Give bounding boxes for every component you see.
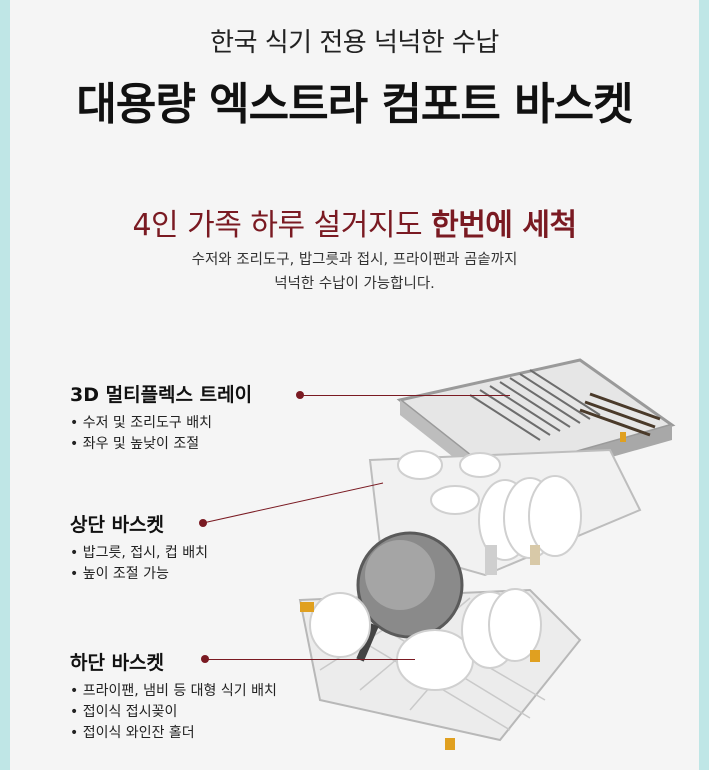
bullet-item: 접이식 접시꽂이 (70, 702, 277, 723)
dishwasher-rack-illustration (298, 358, 676, 750)
bullet-item: 밥그릇, 접시, 컵 배치 (70, 543, 208, 564)
leader-line (205, 659, 415, 660)
feature-bullets: 밥그릇, 접시, 컵 배치 높이 조절 가능 (70, 543, 208, 585)
description-line1: 수저와 조리도구, 밥그릇과 접시, 프라이팬과 곰솥까지 (191, 252, 518, 268)
headline-emphasis: 한번에 세척 (431, 208, 577, 243)
bullet-item: 프라이팬, 냄비 등 대형 식기 배치 (70, 681, 277, 702)
leader-line (300, 395, 510, 396)
page-title: 대용량 엑스트라 컴포트 바스켓 (76, 79, 633, 130)
feature-title: 3D 멀티플렉스 트레이 (70, 384, 253, 406)
marker-dot (296, 391, 304, 399)
bullet-item: 수저 및 조리도구 배치 (70, 413, 252, 434)
feature-bullets: 프라이팬, 냄비 등 대형 식기 배치 접이식 접시꽂이 접이식 와인잔 홀더 (70, 681, 277, 744)
headline: 4인 가족 하루 설거지도 한번에 세척 (10, 200, 699, 244)
lower-basket-image (298, 531, 582, 750)
content-panel: 한국 식기 전용 넉넉한 수납 대용량 엑스트라 컴포트 바스켓 4인 가족 하… (10, 0, 699, 770)
feature-upper-basket: 상단 바스켓 밥그릇, 접시, 컵 배치 높이 조절 가능 (70, 510, 208, 585)
description-line2: 넉넉한 수납이 가능합니다. (274, 276, 435, 292)
bullet-item: 접이식 와인잔 홀더 (70, 723, 277, 744)
feature-cutlery-tray: 3D 멀티플렉스 트레이 수저 및 조리도구 배치 좌우 및 높낮이 조절 (70, 380, 252, 455)
description: 수저와 조리도구, 밥그릇과 접시, 프라이팬과 곰솥까지 넉넉한 수납이 가능… (10, 248, 699, 296)
marker-dot (199, 519, 207, 527)
bullet-item: 높이 조절 가능 (70, 564, 208, 585)
feature-title: 하단 바스켓 (70, 652, 165, 674)
feature-lower-basket: 하단 바스켓 프라이팬, 냄비 등 대형 식기 배치 접이식 접시꽂이 접이식 … (70, 648, 277, 744)
leader-line (202, 482, 384, 524)
feature-title: 상단 바스켓 (70, 514, 165, 536)
bullet-item: 좌우 및 높낮이 조절 (70, 434, 252, 455)
page-subtitle: 한국 식기 전용 넉넉한 수납 (210, 28, 499, 58)
feature-bullets: 수저 및 조리도구 배치 좌우 및 높낮이 조절 (70, 413, 252, 455)
headline-part1: 4인 가족 하루 설거지도 (132, 208, 432, 243)
marker-dot (201, 655, 209, 663)
